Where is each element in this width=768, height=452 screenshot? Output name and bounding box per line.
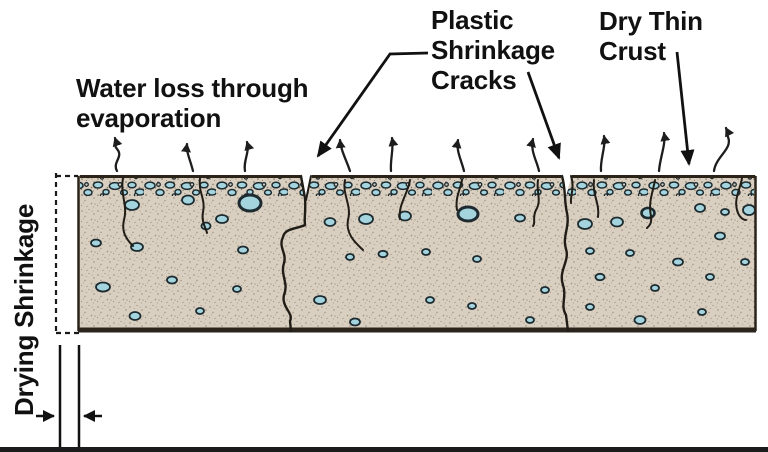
concrete-slab: [78, 175, 756, 332]
dry-crust-line2: Crust: [599, 35, 666, 66]
aggregate-particles: [90, 193, 756, 327]
slab-outline: [77, 175, 757, 333]
evaporation-arrows: [112, 126, 735, 173]
pointer-arrow-plastic-cracks-left: [316, 51, 429, 158]
water-loss-line2: evaporation: [76, 102, 222, 133]
evaporation-arrow: [599, 134, 611, 173]
drying-shrinkage-label: Drying Shrinkage: [9, 203, 39, 416]
water-loss-label: Water loss through evaporation: [76, 73, 309, 134]
drying-shrinkage-bracket: [54, 173, 80, 335]
evaporation-arrow: [451, 138, 466, 173]
plastic-shrinkage-cracks: [121, 174, 747, 333]
plastic-cracks-line2: Shrinkage: [431, 34, 555, 65]
dry-crust-band: [80, 178, 754, 196]
evaporation-arrow: [335, 138, 352, 173]
pointer-arrow-dry-crust: [675, 51, 695, 166]
evaporation-arrow: [526, 137, 541, 173]
evaporation-arrow: [712, 126, 735, 173]
bottom-border-bar: [0, 447, 768, 452]
dry-crust-line1: Dry Thin: [599, 6, 703, 36]
pointer-arrow-plastic-cracks-right: [526, 71, 561, 160]
label-pointer-arrows: [316, 51, 695, 166]
drying-shrinkage-dimension: [36, 345, 102, 450]
dry-thin-crust-label: Dry Thin Crust: [599, 6, 703, 67]
plastic-shrinkage-cracks-label: Plastic Shrinkage Cracks: [431, 5, 555, 96]
evaporation-arrow: [388, 136, 399, 173]
plastic-cracks-line3: Cracks: [431, 64, 517, 95]
water-loss-line1: Water loss through: [76, 73, 309, 103]
evaporation-arrow: [657, 131, 671, 173]
evaporation-arrow: [181, 142, 195, 173]
plastic-cracks-line1: Plastic: [431, 5, 514, 35]
evaporation-arrow: [112, 136, 123, 173]
evaporation-arrow: [243, 140, 255, 173]
